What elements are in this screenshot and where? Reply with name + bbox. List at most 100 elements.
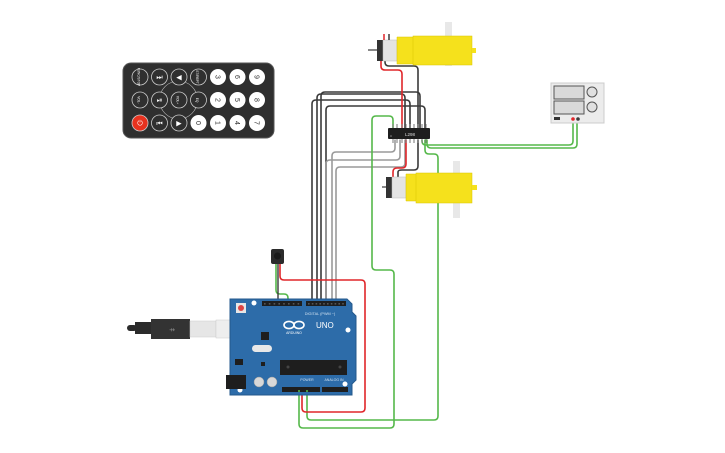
wire-black-3[interactable] (320, 91, 421, 303)
remote-button-func-stop[interactable]: FUNC/STOP (131, 68, 149, 86)
digital-pin[interactable] (342, 303, 344, 305)
wire-green-driver-left[interactable] (298, 115, 395, 429)
remote-button-label: 5 (233, 98, 240, 102)
digital-pins (264, 303, 344, 305)
remote-button-1[interactable]: 1 (210, 115, 226, 131)
wire-green-ps-2[interactable] (421, 119, 574, 146)
digital-pin[interactable] (319, 303, 321, 305)
brand-label: ARDUINO (286, 331, 302, 335)
digital-pin[interactable] (288, 303, 290, 305)
digital-pin[interactable] (273, 303, 276, 305)
remote-button-0[interactable]: 0 (190, 115, 207, 131)
remote-button-skip-forward[interactable]: ⏭ (151, 68, 168, 86)
digital-pin[interactable] (292, 303, 295, 305)
remote-button-skip-back[interactable]: ⏮ (151, 114, 168, 132)
digital-pin[interactable] (327, 303, 329, 305)
wire-pin-ends (298, 390, 308, 392)
analog-header (322, 387, 348, 392)
remote-button-label: 1 (214, 121, 221, 125)
digital-pin[interactable] (308, 303, 310, 305)
st-rept-icon: ST/REPT (195, 70, 199, 84)
wire-black-motor-bottom[interactable] (397, 139, 419, 179)
voltage-display (553, 85, 585, 100)
mounting-hole (345, 327, 351, 333)
wire-black-2[interactable] (311, 99, 411, 303)
wire-green-driver-right[interactable] (306, 139, 439, 421)
current-knob[interactable] (586, 101, 598, 113)
remote-button-7[interactable]: 7 (249, 115, 265, 131)
wire-gray-1[interactable] (331, 139, 396, 303)
remote-button-8[interactable]: 8 (249, 92, 265, 108)
crystal (252, 345, 272, 352)
remote-button-3[interactable]: 3 (210, 69, 226, 85)
remote-button-label: 8 (253, 98, 260, 102)
remote-button-6[interactable]: 6 (229, 69, 246, 85)
usb-cable[interactable]: ⇸ (127, 319, 231, 339)
capacitor-2 (266, 376, 278, 388)
wire-black-1[interactable] (316, 93, 406, 303)
current-display (553, 100, 585, 115)
power-icon: ⏻ (137, 120, 143, 128)
remote-button-st-rept[interactable]: ST/REPT (190, 68, 207, 86)
ir-receiver[interactable] (271, 249, 284, 264)
digital-pin[interactable] (297, 303, 300, 305)
usb-chip (261, 332, 269, 340)
skip-back-icon: ⏮ (156, 121, 162, 128)
voltage-knob[interactable] (586, 86, 598, 98)
negative-terminal[interactable] (576, 117, 580, 121)
positive-terminal[interactable] (571, 117, 575, 121)
digital-pin[interactable] (311, 303, 314, 305)
remote-button-label: 4 (233, 121, 240, 125)
dc-jack (226, 375, 246, 389)
digital-pin[interactable] (264, 303, 266, 305)
wire-red-motor-bottom[interactable] (392, 139, 407, 179)
wire-red-ir[interactable] (279, 263, 366, 413)
digital-label: DIGITAL (PWM ~) (305, 312, 336, 316)
digital-pin[interactable] (338, 303, 340, 305)
remote-button-5[interactable]: 5 (229, 92, 246, 108)
power-supply[interactable] (550, 82, 605, 124)
wire-black-motor-top[interactable] (384, 57, 419, 129)
wire-green-ps-1[interactable] (426, 119, 578, 149)
skip-forward-icon: ⏭ (156, 75, 163, 82)
remote-button-play-left[interactable]: ◀ (170, 68, 188, 86)
motor-bottom[interactable] (382, 161, 477, 218)
digital-pin[interactable] (334, 303, 337, 305)
l298-driver[interactable]: L298 (388, 124, 430, 143)
remote-button-label: 7 (253, 121, 260, 125)
driver-chip-label: L298 (405, 132, 416, 137)
digital-pin[interactable] (323, 303, 325, 305)
arduino-logo (283, 320, 305, 330)
remote-button-eq[interactable]: EQ (190, 91, 207, 109)
remote-button-label: 0 (194, 121, 201, 125)
remote-button-9[interactable]: 9 (249, 69, 265, 85)
remote-button-2[interactable]: 2 (210, 92, 226, 108)
digital-pin[interactable] (283, 303, 285, 305)
remote-button-power[interactable]: ⏻ (131, 114, 149, 132)
remote-button-label: 9 (253, 75, 260, 79)
remote-button-play-pause[interactable]: ⏯ (151, 91, 168, 109)
wire-gray-2[interactable] (325, 139, 401, 303)
digital-pin[interactable] (315, 303, 318, 305)
digital-pin[interactable] (330, 303, 333, 305)
eq-icon: EQ (195, 98, 199, 103)
digital-pin[interactable] (268, 303, 271, 305)
motor-top[interactable] (368, 22, 476, 66)
capacitor-1 (253, 376, 265, 388)
remote-button-label: 2 (214, 98, 221, 102)
remote-button-vol-[interactable]: VOL+ (170, 91, 188, 109)
wire-green-ir[interactable] (275, 263, 289, 303)
remote-button-play-right[interactable]: ▶ (170, 114, 188, 132)
remote-button-vol-[interactable]: VOL- (131, 91, 149, 109)
play-left-icon: ◀ (176, 75, 182, 82)
arduino-uno[interactable]: DIGITAL (PWM ~) UNO ARDUINO POWER ANALOG… (226, 298, 357, 396)
wire-black-4[interactable] (325, 105, 426, 303)
remote-button-4[interactable]: 4 (229, 115, 246, 131)
wire-gray-3[interactable] (335, 139, 406, 303)
wire-red-motor-top[interactable] (380, 57, 403, 129)
uno-label: UNO (316, 321, 334, 330)
digital-pin[interactable] (278, 303, 280, 305)
